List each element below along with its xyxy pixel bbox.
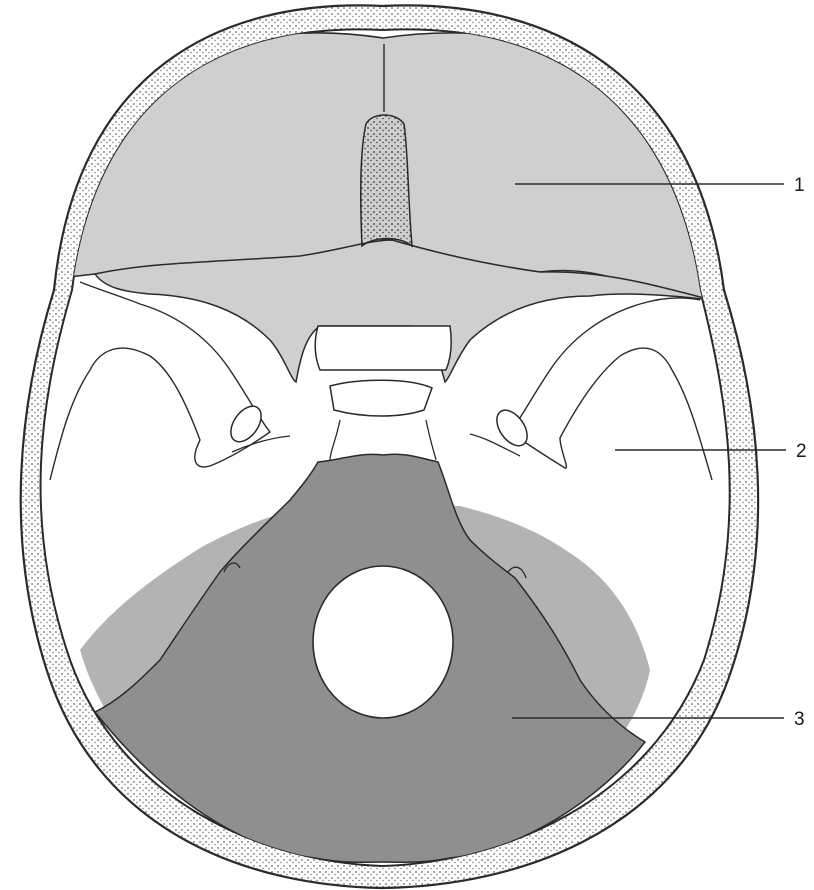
label-3: 3 xyxy=(794,709,805,730)
dorsum-sellae xyxy=(330,380,432,416)
crista-galli xyxy=(361,115,412,246)
label-1: 1 xyxy=(794,175,805,196)
sella-turcica xyxy=(315,326,451,370)
label-2: 2 xyxy=(796,441,807,462)
foramen-magnum xyxy=(313,566,453,718)
